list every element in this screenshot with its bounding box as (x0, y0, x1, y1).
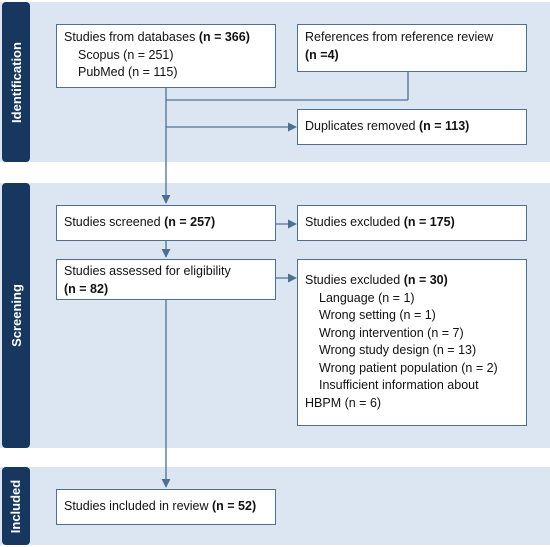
reason-intervention: Wrong intervention (n = 7) (319, 325, 464, 340)
reason-hbpm: HBPM (n = 6) (305, 395, 382, 410)
excluded-full-title: Studies excluded (305, 273, 401, 287)
included-count: (n = 52) (212, 499, 257, 513)
box-screened: Studies screened (n = 257) (56, 205, 276, 241)
databases-item-scopus: Scopus (n = 251) (78, 47, 174, 62)
reason-design: Wrong study design (n = 13) (319, 343, 477, 357)
eligibility-title: Studies assessed for eligibility (64, 264, 231, 278)
eligibility-count: (n = 82) (64, 281, 109, 296)
screened-count: (n = 257) (164, 215, 216, 229)
reason-setting: Wrong setting (n = 1) (319, 308, 436, 322)
reason-language: Language (n = 1) (319, 290, 415, 305)
box-excluded-full: Studies excluded (n = 30) Language (n = … (297, 259, 527, 426)
identification-tab: Identification (2, 2, 30, 162)
databases-count: (n = 366) (198, 30, 250, 44)
excluded-full-count: (n = 30) (403, 273, 448, 287)
box-eligibility: Studies assessed for eligibility (n = 82… (56, 259, 276, 300)
screened-title: Studies screened (64, 215, 161, 229)
box-databases: Studies from databases (n = 366) Scopus … (56, 24, 276, 88)
box-excluded-screen: Studies excluded (n = 175) (297, 205, 527, 241)
databases-title: Studies from databases (64, 30, 196, 44)
box-duplicates: Duplicates removed (n = 113) (297, 109, 527, 145)
reason-insufficient-info: Insufficient information about (319, 378, 479, 392)
references-count: (n =4) (305, 47, 339, 62)
included-title: Studies included in review (64, 499, 209, 513)
box-references: References from reference review (n =4) (297, 24, 527, 72)
box-included: Studies included in review (n = 52) (56, 489, 276, 525)
references-title: References from reference review (305, 30, 494, 44)
duplicates-title: Duplicates removed (305, 119, 416, 133)
duplicates-count: (n = 113) (418, 119, 470, 133)
excluded-screen-title: Studies excluded (305, 215, 401, 229)
included-tab: Included (2, 467, 30, 545)
reason-population: Wrong patient population (n = 2) (319, 360, 498, 375)
excluded-screen-count: (n = 175) (403, 215, 455, 229)
screening-tab: Screening (2, 183, 30, 448)
databases-item-pubmed: PubMed (n = 115) (78, 65, 178, 79)
